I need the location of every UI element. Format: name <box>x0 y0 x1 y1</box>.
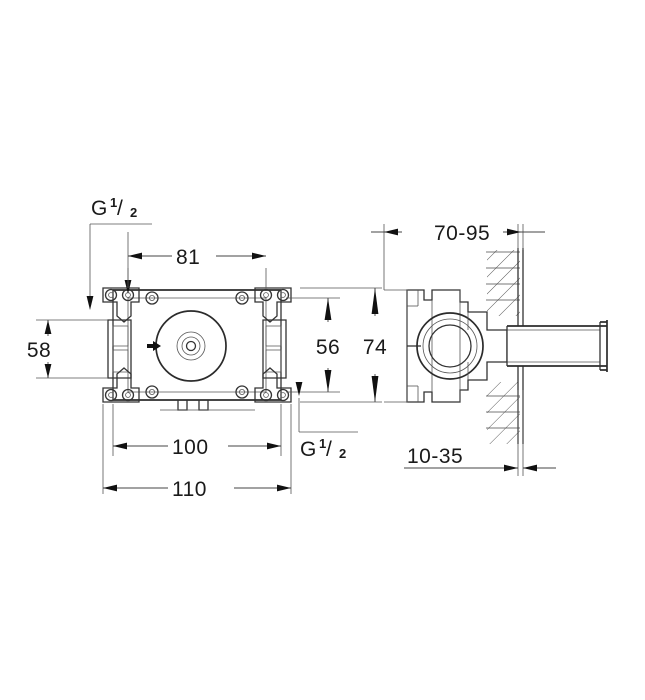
thread-label-top-slash: / <box>117 197 123 220</box>
front-body-outline <box>112 289 282 401</box>
front-view <box>102 287 292 411</box>
dimension-58-text: 58 <box>27 339 51 362</box>
protruding-cylinder <box>506 320 617 372</box>
bottom-tabs <box>160 400 255 411</box>
dimension-100-text: 100 <box>172 436 209 459</box>
dimension-74-text: 74 <box>363 336 387 359</box>
wall-section-upper <box>487 250 520 316</box>
bracket-bottom-right <box>254 367 292 403</box>
thread-label-bottom: G 1 / 2 <box>295 382 358 461</box>
flow-direction-icon <box>147 341 161 351</box>
right-side-port <box>262 319 287 379</box>
dimension-81-text: 81 <box>176 246 200 269</box>
dimension-110-text: 110 <box>172 478 207 501</box>
dimension-58: 58 <box>27 319 108 379</box>
dimension-74-front: 74 <box>300 287 387 403</box>
thread-label-bottom-numerator: 1 <box>319 436 326 451</box>
thread-label-bottom-letter: G <box>300 438 316 461</box>
dimension-56-text: 56 <box>316 336 340 359</box>
side-view <box>406 248 617 444</box>
thread-label-top-numerator: 1 <box>110 195 117 210</box>
face-screw-bosses <box>145 291 249 399</box>
bracket-top-right <box>254 287 292 323</box>
dimension-70-95-text: 70-95 <box>434 222 490 245</box>
dimension-81: 81 <box>127 246 267 288</box>
dimension-56: 56 <box>286 297 340 393</box>
dimension-100: 100 <box>112 404 282 459</box>
thread-label-top-letter: G <box>91 197 107 220</box>
thread-label-top-denominator: 2 <box>130 205 137 220</box>
dimension-110: 110 <box>102 404 292 501</box>
thread-label-bottom-denominator: 2 <box>339 446 346 461</box>
dimension-74-side-ext <box>384 289 408 403</box>
dimension-10-35-text: 10-35 <box>407 445 463 468</box>
dimension-70-95: 70-95 <box>371 222 545 290</box>
side-valve-circles <box>416 312 484 380</box>
wall-section-lower <box>487 382 520 444</box>
dimension-10-35: 10-35 <box>404 390 556 476</box>
bracket-bottom-left <box>102 367 140 403</box>
thread-label-bottom-slash: / <box>326 438 332 461</box>
